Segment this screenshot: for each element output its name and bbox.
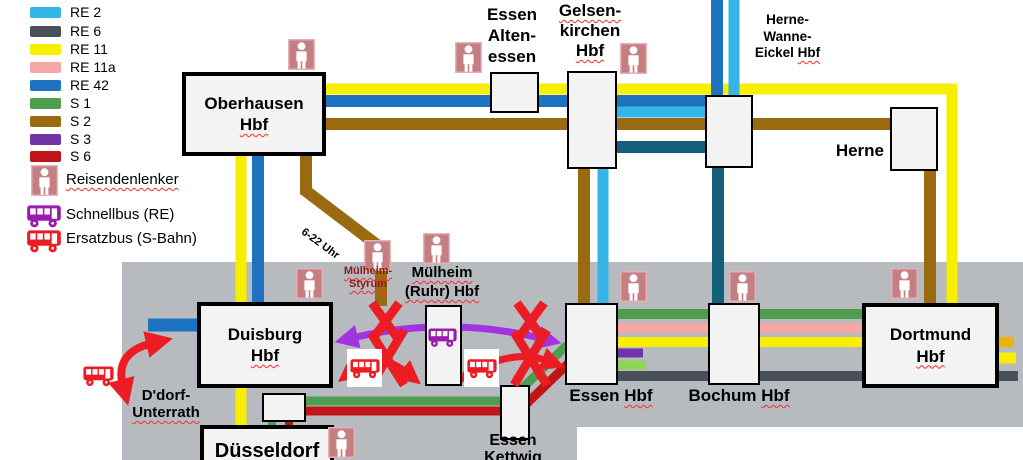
background-cutout bbox=[577, 427, 1023, 460]
legend-label: S 1 bbox=[70, 95, 92, 111]
label-line: Wanne- bbox=[763, 28, 812, 44]
label-wanne-eickel: Herne- Wanne- Eickel Hbf bbox=[739, 12, 836, 62]
station-box-duisburg: Duisburg Hbf bbox=[197, 302, 333, 388]
label-line: Essen bbox=[489, 432, 537, 449]
label-line: Essen bbox=[486, 5, 538, 24]
station-box-dortmund: Dortmund Hbf bbox=[862, 303, 999, 388]
station-box-wanne-eickel bbox=[705, 95, 753, 168]
reisendenlenker-icon-oberhausen bbox=[288, 39, 315, 70]
label-line: (Ruhr) Hbf bbox=[404, 283, 480, 300]
label-herne: Herne bbox=[816, 141, 884, 161]
label-part: Essen bbox=[569, 386, 620, 405]
legend-swatch-re11a bbox=[30, 61, 61, 73]
legend-ersatzbus-icon bbox=[26, 228, 62, 253]
legend-label: RE 42 bbox=[70, 77, 109, 93]
label-line: Herne bbox=[835, 141, 884, 160]
station-box-bochum bbox=[708, 303, 760, 385]
label-essen-hbf: Essen Hbf bbox=[556, 386, 666, 406]
label-line: Styrum bbox=[349, 278, 387, 290]
label-line: Herne- bbox=[766, 12, 809, 27]
label-gelsenkirchen: Gelsen- kirchen Hbf bbox=[544, 1, 636, 61]
label-line: Bochum Hbf bbox=[680, 386, 798, 406]
label-line: Mülheim bbox=[411, 264, 473, 281]
station-label: Hbf bbox=[239, 115, 269, 134]
label-line: Mülheim- bbox=[343, 265, 393, 277]
label-bochum-hbf: Bochum Hbf bbox=[680, 386, 798, 406]
legend-label: RE 2 bbox=[70, 4, 102, 20]
legend-swatch-re6 bbox=[30, 25, 61, 37]
legend-ersatzbus-label: Ersatzbus (S-Bahn) bbox=[66, 230, 197, 247]
legend-label: S 2 bbox=[70, 113, 92, 129]
legend-schnellbus-icon bbox=[26, 203, 62, 228]
label-line: Gelsen- bbox=[558, 1, 622, 20]
label-line: D'dorf- bbox=[141, 387, 191, 404]
label-muelheim: Mülheim (Ruhr) Hbf bbox=[394, 263, 490, 301]
legend-schnellbus-label: Schnellbus (RE) bbox=[66, 206, 175, 223]
legend-swatch-re2 bbox=[30, 6, 61, 18]
station-label: Düsseldorf bbox=[214, 440, 320, 460]
legend-swatch-s1 bbox=[30, 97, 61, 109]
label-line: essen bbox=[487, 47, 537, 66]
station-label: Dortmund bbox=[889, 325, 972, 345]
label-line: Unterrath bbox=[132, 404, 200, 421]
legend-swatch-re11 bbox=[30, 43, 61, 55]
station-box-small-south bbox=[262, 393, 306, 422]
station-label: Hbf bbox=[916, 346, 945, 366]
station-label: Hbf bbox=[250, 346, 280, 365]
station-box-duesseldorf: Düsseldorf bbox=[200, 425, 334, 460]
ersatzbus-icon-unterrath bbox=[83, 366, 114, 387]
station-label: Oberhausen bbox=[204, 93, 304, 113]
legend-label: RE 11 bbox=[70, 41, 108, 57]
label-part: Hbf bbox=[624, 386, 653, 405]
legend-label: S 6 bbox=[70, 148, 92, 164]
station-box-oberhausen: Oberhausen Hbf bbox=[182, 72, 326, 156]
legend-swatch-s6 bbox=[30, 150, 61, 162]
legend-label: S 3 bbox=[70, 131, 92, 147]
legend-swatch-s3 bbox=[30, 133, 61, 145]
label-line: Essen Hbf bbox=[556, 386, 666, 406]
label-line: Hbf bbox=[575, 41, 605, 60]
label-part: Hbf bbox=[797, 45, 821, 60]
legend-label: RE 6 bbox=[70, 23, 102, 39]
label-part: Eickel bbox=[754, 45, 798, 60]
label-altenessen: Essen Alten- essen bbox=[467, 4, 557, 67]
legend-label: RE 11a bbox=[70, 59, 116, 75]
legend-person-icon bbox=[31, 165, 58, 196]
station-box-kettwig bbox=[500, 385, 530, 440]
label-kettwig: Essen Kettwig bbox=[464, 432, 562, 460]
station-box-essen bbox=[565, 303, 618, 385]
station-label: Duisburg bbox=[227, 324, 303, 344]
legend-row-s2: S 2 bbox=[30, 113, 91, 129]
label-line: Kettwig bbox=[484, 449, 542, 460]
legend-row-re11a: RE 11a bbox=[30, 59, 116, 75]
label-line: Eickel Hbf bbox=[739, 45, 836, 62]
legend-row-re42: RE 42 bbox=[30, 77, 109, 93]
label-service-hours: 6-22 Uhr bbox=[298, 226, 342, 262]
legend-row-s3: S 3 bbox=[30, 131, 91, 147]
legend-swatch-re42 bbox=[30, 79, 61, 91]
legend-row-re11: RE 11 bbox=[30, 41, 108, 57]
station-box-herne bbox=[890, 107, 938, 171]
legend-reisendenlenker-label: Reisendenlenker bbox=[66, 171, 179, 188]
station-box-altenessen bbox=[490, 72, 539, 113]
label-unterrath: D'dorf- Unterrath bbox=[116, 387, 216, 421]
label-line: kirchen bbox=[559, 21, 621, 40]
station-box-gelsenkirchen bbox=[567, 71, 617, 169]
legend-swatch-s2 bbox=[30, 115, 61, 127]
legend-row-s1: S 1 bbox=[30, 95, 91, 111]
label-line: Alten- bbox=[487, 26, 537, 45]
legend-row-s6: S 6 bbox=[30, 148, 91, 164]
legend-row-re6: RE 6 bbox=[30, 23, 101, 39]
label-part: Bochum bbox=[688, 386, 757, 405]
label-styrum: Mülheim- Styrum bbox=[336, 265, 400, 291]
label-part: Hbf bbox=[761, 386, 790, 405]
reisendenlenker-icon-muelheim bbox=[423, 233, 450, 264]
legend-row-re2: RE 2 bbox=[30, 4, 101, 20]
station-box-muelheim bbox=[425, 305, 462, 386]
